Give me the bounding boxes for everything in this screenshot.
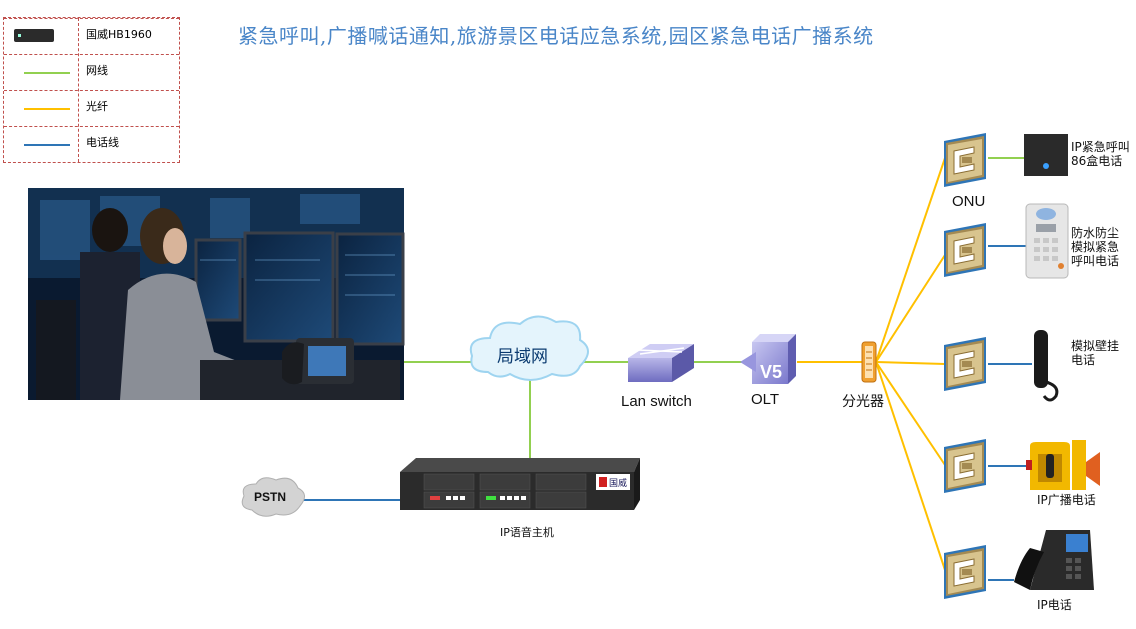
legend-item-device: 国威HB1960: [4, 18, 179, 55]
host-brand: 国威: [609, 477, 627, 489]
onu-icon: [943, 132, 987, 188]
legend-label: 网线: [86, 64, 108, 77]
legend-item-ethernet: 网线: [4, 54, 179, 91]
wall-phone-icon: [1034, 330, 1059, 402]
onu-icon: [943, 222, 987, 278]
olt-icon: V5: [740, 334, 796, 384]
fiber-links: [797, 157, 946, 571]
control-room-photo: [28, 188, 405, 400]
phone-console-icon: [282, 338, 354, 385]
pstn-cloud-icon: [241, 477, 305, 517]
switch-label: Lan switch: [621, 393, 692, 410]
onu-label: ONU: [952, 193, 986, 210]
olt-mark: V5: [760, 362, 782, 382]
legend-item-fiber: 光纤: [4, 90, 179, 127]
page-title: 紧急呼叫,广播喊话通知,旅游景区电话应急系统,园区紧急电话广播系统: [238, 24, 874, 48]
splitter-label: 分光器: [842, 394, 884, 410]
ip-voice-host-icon: 国威: [400, 458, 640, 510]
waterproof-phone-icon: [1025, 203, 1069, 279]
legend-label: 国威HB1960: [86, 28, 152, 41]
ip-86-box-phone-icon: [1024, 134, 1068, 176]
splitter-icon: [861, 341, 877, 383]
onu-icon: [943, 438, 987, 494]
olt-label: OLT: [751, 391, 780, 408]
terminal-label-wall: 模拟壁挂 电话: [1071, 339, 1120, 367]
legend-line-phone: [24, 144, 70, 146]
ip-desk-phone-icon: [1014, 530, 1094, 590]
terminal-label-ip-86: IP紧急呼叫 86盒电话: [1071, 140, 1130, 168]
legend: 国威HB1960 网线 光纤 电话线: [3, 17, 180, 163]
lan-cloud-icon: [469, 315, 589, 381]
onu-icon: [943, 336, 987, 392]
legend-label: 光纤: [86, 100, 108, 113]
phone-line-links: [298, 245, 1032, 581]
lan-label: 局域网: [497, 347, 548, 367]
lan-switch-icon: [628, 344, 694, 382]
ip-broadcast-phone-icon: [1026, 440, 1100, 490]
onu-icon: [943, 544, 987, 600]
legend-label: 电话线: [86, 136, 119, 149]
terminal-label-broadcast: IP广播电话: [1037, 493, 1096, 507]
legend-line-fiber: [24, 108, 70, 110]
terminal-label-waterproof: 防水防尘 模拟紧急 呼叫电话: [1071, 226, 1120, 268]
pstn-label: PSTN: [254, 490, 287, 504]
legend-line-ethernet: [24, 72, 70, 74]
terminal-label-ip-phone: IP电话: [1037, 598, 1072, 612]
ethernet-links: [402, 157, 1024, 462]
host-label: IP语音主机: [500, 526, 554, 539]
device-icon: [14, 29, 54, 42]
legend-item-phone-line: 电话线: [4, 126, 179, 163]
